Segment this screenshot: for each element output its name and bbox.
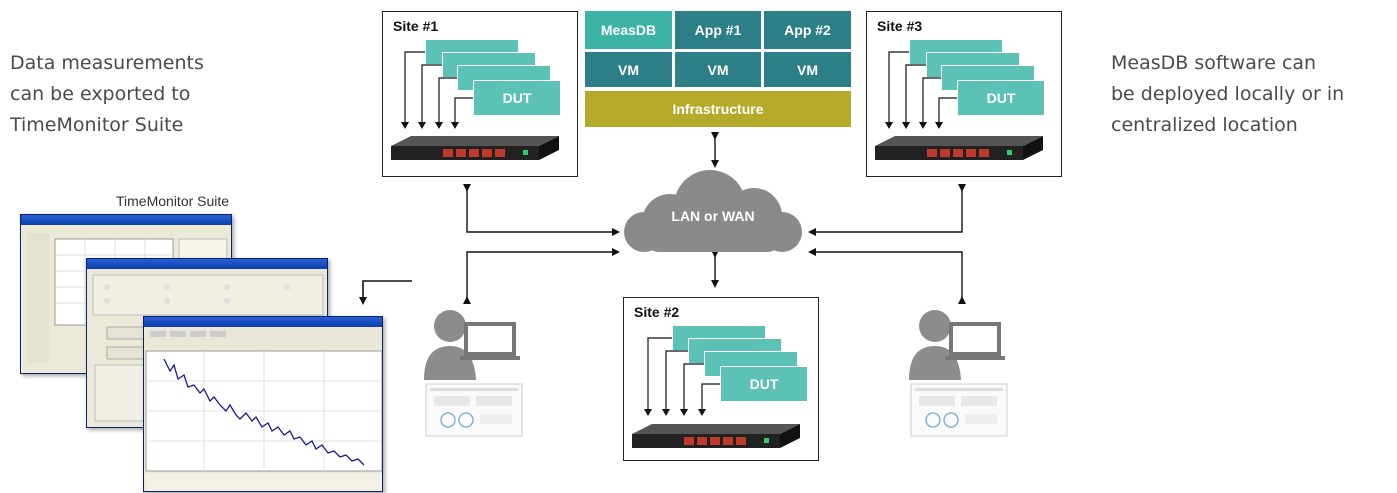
left-note-line1: Data measurements [10, 52, 204, 74]
laptop-user-icon[interactable] [420, 302, 524, 438]
stack-vm2: VM [675, 52, 761, 87]
site-2-title: Site #2 [634, 304, 680, 320]
right-note-line3: centralized location [1111, 114, 1298, 136]
site-2-wires [644, 337, 720, 416]
stack-app1: App #1 [675, 11, 761, 49]
site-1-dut: DUT [473, 80, 561, 116]
rack-unit-icon [391, 136, 559, 160]
arrow-export-timemonitor [359, 280, 412, 305]
right-note: MeasDB software can be deployed locally … [1111, 48, 1344, 141]
stack-vm1: VM [585, 52, 672, 87]
rack-unit-icon [632, 424, 800, 448]
site-1-title: Site #1 [393, 18, 439, 34]
timemonitor-label: TimeMonitor Suite [116, 193, 230, 209]
right-note-line2: be deployed locally or in [1111, 83, 1345, 105]
left-note-line3: TimeMonitor Suite [10, 114, 184, 136]
site-3-dut: DUT [957, 80, 1045, 116]
right-note-line1: MeasDB software can [1111, 52, 1317, 74]
stack-measdb: MeasDB [585, 11, 672, 49]
site-2-dut: DUT [720, 366, 808, 402]
site-3-wires [885, 51, 957, 129]
cloud-icon [624, 170, 802, 252]
arrow-user-left-cloud [463, 248, 620, 304]
timemonitor-window-front[interactable] [143, 316, 383, 492]
arrow-user-right-cloud [808, 248, 966, 304]
site-1-wires [401, 51, 473, 129]
left-note: Data measurements can be exported to Tim… [10, 48, 204, 141]
site-1-box: Site #1 DUT [382, 11, 578, 177]
arrow-site1-cloud [463, 184, 620, 236]
rack-unit-icon [875, 136, 1043, 160]
arrow-site3-cloud [808, 184, 966, 236]
site-3-box: Site #3 DUT [866, 11, 1062, 177]
left-note-line2: can be exported to [10, 83, 191, 105]
cloud-label: LAN or WAN [671, 208, 755, 224]
stack-app2: App #2 [764, 11, 851, 49]
laptop-user-icon[interactable] [905, 302, 1009, 438]
stack-vm3: VM [764, 52, 851, 87]
site-3-title: Site #3 [877, 18, 923, 34]
stack-infrastructure: Infrastructure [585, 91, 851, 127]
site-2-box: Site #2 DUT [623, 297, 819, 461]
